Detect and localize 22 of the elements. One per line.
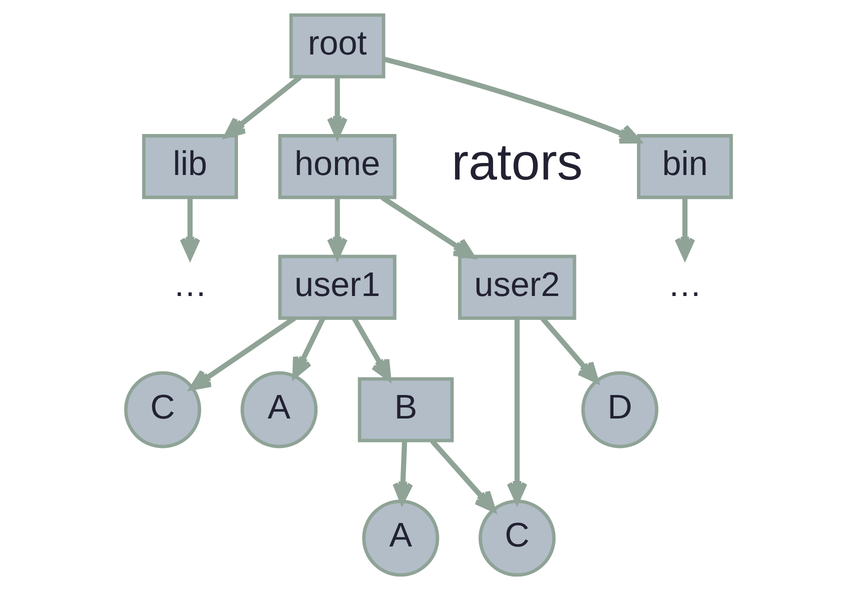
node-box: home [278, 134, 396, 200]
node-box: user2 [458, 254, 576, 320]
arrow [189, 316, 296, 390]
label: rators [450, 133, 582, 190]
arrow [430, 439, 496, 512]
node-circle: D [580, 371, 658, 448]
node-box: lib [142, 134, 238, 200]
node-text: … [667, 266, 702, 304]
node-circle: C [478, 500, 556, 577]
arrow [380, 195, 474, 259]
node-box: user1 [278, 254, 396, 320]
arrow [224, 75, 302, 138]
node-circle: C [124, 371, 201, 448]
node-box: bin [636, 134, 732, 200]
node-box: root [288, 13, 385, 78]
node-text: … [172, 266, 207, 304]
arrow [540, 316, 598, 384]
arrow [352, 317, 391, 381]
node-box: B [357, 377, 454, 442]
node-circle: A [240, 371, 318, 448]
arrow [292, 317, 325, 378]
node-circle: A [362, 500, 439, 577]
